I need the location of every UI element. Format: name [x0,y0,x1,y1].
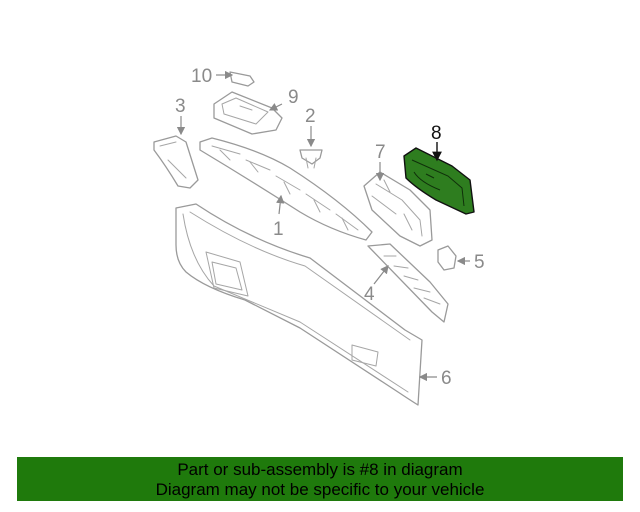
part-8-handle-highlighted [403,147,475,215]
callout-8: 8 [431,123,442,144]
callout-7: 7 [375,142,386,163]
part-6-trim-panel [175,203,423,406]
part-10-clip [229,71,255,87]
callout-9: 9 [288,87,299,108]
callout-10: 10 [191,66,212,87]
callout-labels: 10 9 3 2 7 8 1 4 5 6 [175,66,485,389]
callout-1: 1 [273,219,284,240]
part-2-fastener [299,149,323,169]
parts-diagram: 10 9 3 2 7 8 1 4 5 6 [153,66,485,406]
part-9-cover [213,91,283,135]
callout-4: 4 [364,284,375,305]
part-4-trim-strip [367,243,449,323]
callout-6: 6 [441,368,452,389]
banner-line-2: Diagram may not be specific to your vehi… [155,480,485,499]
part-7-housing [363,171,433,247]
part-1-sill-cover [199,137,373,241]
callout-2: 2 [305,106,316,127]
part-3-bracket [153,135,199,189]
callout-5: 5 [474,252,485,273]
banner-line-1: Part or sub-assembly is #8 in diagram [177,460,463,479]
callout-3: 3 [175,96,186,117]
leader-lines [176,70,470,382]
info-banner: Part or sub-assembly is #8 in diagram Di… [17,457,623,501]
part-5-clip [437,245,457,271]
